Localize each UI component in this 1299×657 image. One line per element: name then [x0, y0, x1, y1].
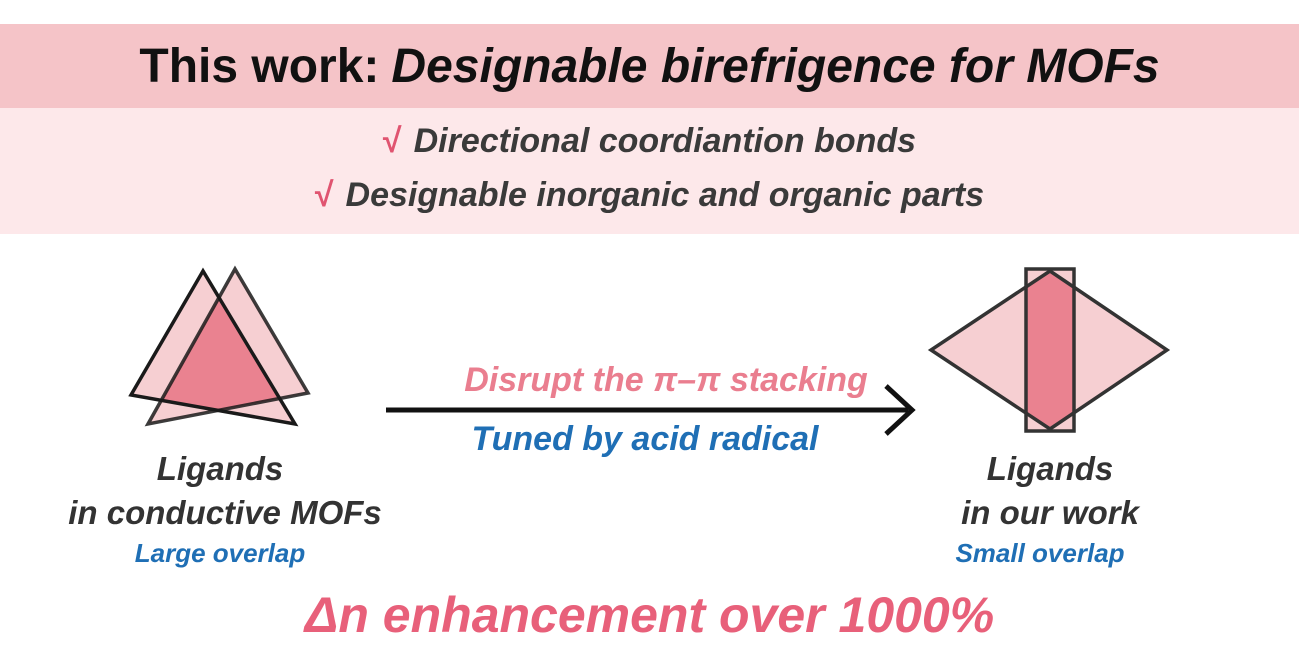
right-title-line2: in our work [961, 494, 1139, 531]
title-emphasis: Designable birefrigence for MOFs [391, 39, 1160, 93]
feature-text: Directional coordiantion bonds [413, 122, 917, 160]
title-band [0, 24, 1299, 108]
right-title-line1: Ligands [986, 450, 1114, 487]
feature-band [0, 108, 1299, 234]
right-overlap-label: Small overlap [955, 538, 1125, 568]
process-arrow [386, 384, 916, 436]
left-ligand-triangles [128, 265, 311, 427]
conclusion-text: Δn enhancement over 1000% [304, 587, 995, 643]
left-title-line2: in conductive MOFs [68, 494, 382, 531]
feature-item: √ Designable inorganic and organic parts [0, 176, 1299, 215]
feature-item: √ Directional coordiantion bonds [0, 122, 1299, 161]
top-strip [0, 0, 1299, 24]
arrow-label-bottom: Tuned by acid radical [471, 420, 819, 458]
right-ligand-shapes [927, 267, 1171, 433]
left-overlap-label: Large overlap [134, 538, 306, 568]
check-icon: √ [314, 176, 334, 214]
page-title: This work: Designable birefrigence for M… [0, 24, 1299, 108]
triangle-overlap [148, 271, 295, 424]
shape-overlap [1026, 271, 1074, 429]
check-icon: √ [382, 122, 402, 160]
title-prefix: This work: [139, 39, 380, 93]
left-title-line1: Ligands [156, 450, 284, 487]
arrow-label-top: Disrupt the π–π stacking [464, 361, 868, 399]
feature-text: Designable inorganic and organic parts [345, 176, 985, 214]
